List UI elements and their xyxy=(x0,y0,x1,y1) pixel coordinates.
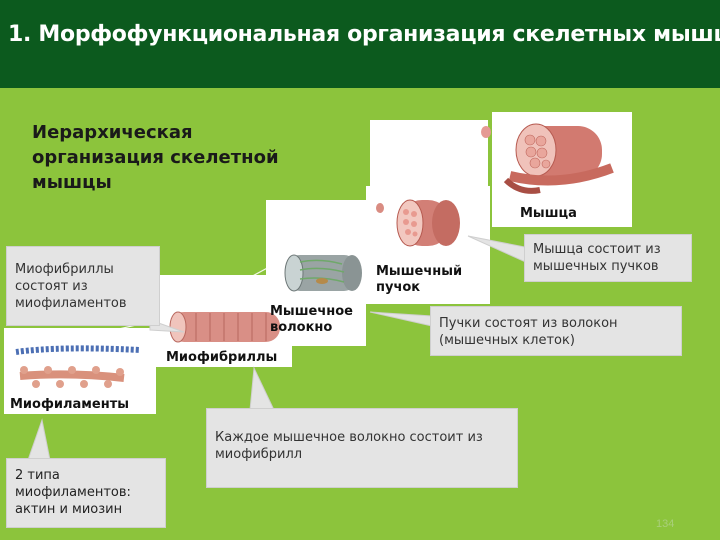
callout-myofibrils-text: Миофибриллы состоят из миофиламентов xyxy=(15,262,127,311)
fiber-label: Мышечное волокно xyxy=(270,304,353,335)
callout-myofilaments-text: 2 типа миофиламентов: актин и миозин xyxy=(15,468,131,517)
callout-muscle-text: Мышца состоит из мышечных пучков xyxy=(533,242,661,274)
callout-fiber: Каждое мышечное волокно состоит из миофи… xyxy=(206,408,518,488)
myofilament-illustration xyxy=(15,345,141,388)
myofibril-illustration xyxy=(169,311,280,343)
fiber-illustration xyxy=(284,254,362,292)
callout-bundle: Пучки состоят из волокон (мышечных клето… xyxy=(430,306,682,356)
callout-myofilaments: 2 типа миофиламентов: актин и миозин xyxy=(6,458,166,528)
muscle-label: Мышца xyxy=(520,206,577,221)
bundle-illustration xyxy=(376,199,460,247)
myofibrils-label: Миофибриллы xyxy=(166,350,278,365)
callout-muscle: Мышца состоит из мышечных пучков xyxy=(524,234,692,282)
myofilaments-label: Миофиламенты xyxy=(10,397,129,412)
callout-fiber-text: Каждое мышечное волокно состоит из миофи… xyxy=(215,430,483,462)
bundle-label: Мышечный пучок xyxy=(376,264,463,295)
header-bar: 1. Морфофункциональная организация скеле… xyxy=(0,0,720,88)
main-heading: Иерархическая организация скелетной мышц… xyxy=(32,122,279,193)
page-number: 134 xyxy=(656,518,675,530)
callout-bundle-text: Пучки состоят из волокон (мышечных клето… xyxy=(439,316,618,348)
callout-myofibrils: Миофибриллы состоят из миофиламентов xyxy=(6,246,160,326)
muscle-illustration xyxy=(481,123,614,194)
page-title: 1. Морфофункциональная организация скеле… xyxy=(8,22,720,47)
